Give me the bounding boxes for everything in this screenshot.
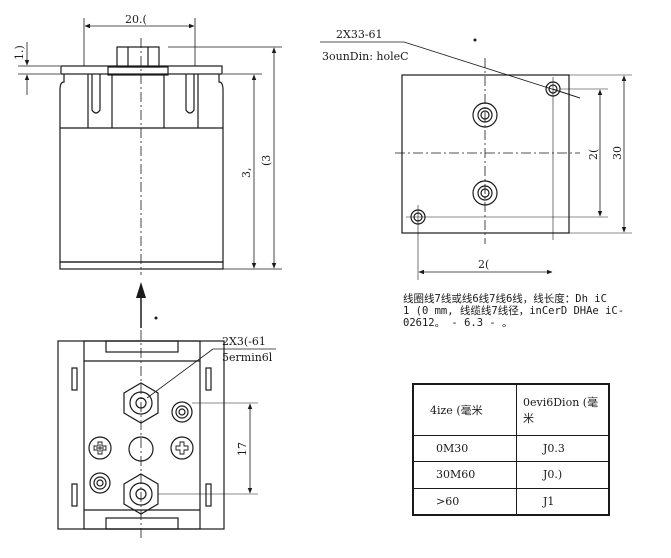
table-row: >60 J1 [412, 487, 610, 516]
deviation-table: 4ize (毫米 0evi6Dion (毫米 0M30 J0.3 30M60 J… [412, 383, 610, 516]
note-line3: 02612。 - 6.3 - 。 [403, 317, 513, 329]
top-view [320, 41, 632, 280]
note-line1: 线圈线7线或线6线7线6线，线长度：Dh iC [403, 293, 607, 305]
table-cell-size: 30M60 [412, 461, 517, 489]
table-row: 0M30 J0.3 [412, 434, 610, 463]
front-top-dim: 1.) [13, 45, 26, 60]
front-height-dim-inner: 3, [240, 168, 253, 179]
top-callout-line1: 2X33-61 [336, 28, 383, 41]
top-height-dim-inner: 2( [587, 149, 600, 160]
table-cell-size: >60 [412, 487, 517, 516]
table-row: 30M60 J0.) [412, 461, 610, 489]
bottom-view [57, 330, 276, 540]
top-nut [116, 46, 160, 68]
wire-note: 线圈线7线或线6线7线6线，线长度：Dh iC 1 (0 mm, 线缆线7线径，… [403, 293, 665, 329]
note-line2: 1 (0 mm, 线缆线7线径，inCerD DHAe iC- [403, 305, 625, 317]
bottom-callout-line2: 5ermin6l [222, 351, 273, 364]
table-header-size: 4ize (毫米 [412, 383, 517, 436]
bottom-height-dim: 17 [236, 442, 249, 456]
table-header-row: 4ize (毫米 0evi6Dion (毫米 [412, 383, 610, 436]
top-height-dim-outer: 30 [611, 146, 624, 160]
view-arrow [136, 282, 158, 328]
front-height-dim-outer: (3 [260, 155, 273, 166]
table-cell-deviation: J1 [516, 487, 610, 516]
table-header-deviation: 0evi6Dion (毫米 [516, 383, 610, 436]
table-cell-deviation: J0.3 [516, 434, 610, 463]
top-callout-line2: 3ounDin: holeC [322, 50, 409, 63]
table-cell-size: 0M30 [412, 434, 517, 463]
front-view [18, 18, 282, 275]
front-width-dim: 20.( [125, 13, 147, 26]
stray-dot [473, 38, 477, 42]
bottom-callout-line1: 2X3(-61 [222, 335, 266, 348]
top-width-dim: 2( [478, 258, 489, 271]
table-cell-deviation: J0.) [516, 461, 610, 489]
